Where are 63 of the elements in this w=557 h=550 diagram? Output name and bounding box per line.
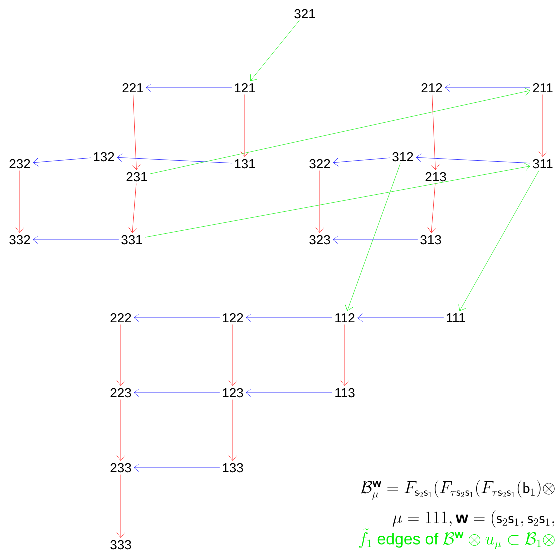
crystal-vertex: 311 <box>533 159 553 169</box>
arrow <box>134 464 220 472</box>
crystal-vertex: 321 <box>294 9 316 19</box>
crystal-vertex: 122 <box>223 313 244 323</box>
crystal-vertex: 131 <box>235 159 256 169</box>
crystal-vertex: 333 <box>110 540 132 550</box>
arrow <box>116 400 126 462</box>
crystal-vertex: 322 <box>310 159 330 169</box>
arrow <box>458 170 540 312</box>
arrow <box>246 314 333 322</box>
formula-line: $\tilde{f}_1\text{ edges of }\mathcal{B}^{\mathbf{w}}\otimes u_{\mu}\subset\mathcal{B}_1\otimes$ <box>359 528 555 550</box>
arrow <box>250 20 300 82</box>
arrow <box>428 184 436 234</box>
crystal-vertex: 212 <box>422 83 442 93</box>
arrow <box>340 324 350 386</box>
arrow <box>333 158 390 167</box>
crystal-vertex: 222 <box>110 313 132 323</box>
crystal-vertex: 223 <box>110 388 132 398</box>
crystal-vertex: 232 <box>10 159 30 169</box>
arrow <box>132 94 141 170</box>
crystal-vertex: 323 <box>310 235 330 245</box>
arrow <box>228 400 238 462</box>
crystal-vertex: 132 <box>94 152 114 162</box>
crystal-vertex: 121 <box>235 83 256 93</box>
crystal-vertex: 233 <box>110 463 132 473</box>
arrow <box>144 163 530 238</box>
arrow <box>316 170 324 234</box>
arrow <box>16 170 24 234</box>
crystal-vertex: 111 <box>447 314 466 322</box>
crystal-vertex: 133 <box>223 463 244 473</box>
arrow <box>345 164 401 312</box>
arrow <box>416 154 531 164</box>
crystal-vertex: 331 <box>122 235 142 245</box>
arrow <box>134 388 220 398</box>
arrow <box>116 474 126 538</box>
arrow <box>117 154 232 164</box>
arrow <box>134 314 220 322</box>
arrow <box>33 158 92 167</box>
formula-line: $\mathcal{B}^{\mathbf{w}}_{\mu}=F_{\mathsf{s}_2\mathsf{s}_1}(F_{\tau\mathsf{s}_2\mathsf{s}_1}(F_{\tau\mathsf{s}_2\mathsf{s}_1}(\mathsf{b}_1)\otimes$ <box>361 480 555 500</box>
crystal-vertex: 313 <box>420 235 442 245</box>
arrow <box>431 94 440 170</box>
crystal-vertex: 332 <box>10 235 30 245</box>
arrow <box>333 236 418 244</box>
crystal-vertex: 221 <box>122 83 144 93</box>
crystal-vertex: 123 <box>223 388 244 398</box>
arrow <box>150 88 530 174</box>
arrow <box>128 184 138 234</box>
crystal-vertex: 231 <box>126 172 148 182</box>
arrow <box>358 314 444 322</box>
crystal-vertex: 213 <box>426 172 446 182</box>
arrow <box>240 94 250 158</box>
arrow <box>116 324 126 386</box>
arrow <box>228 324 238 386</box>
arrow <box>538 94 548 158</box>
arrow <box>33 236 120 244</box>
crystal-vertex: 211 <box>533 83 553 93</box>
formula-line: $\mu=111,\mathbf{w}=(\mathsf{s}_2\mathsf{s}_1,\mathsf{s}_2\mathsf{s}_1,$ <box>392 510 554 528</box>
crystal-vertex: 112 <box>336 313 355 323</box>
crystal-vertex: 312 <box>392 152 414 162</box>
arrow <box>445 84 531 92</box>
crystal-vertex: 113 <box>336 388 355 398</box>
arrow <box>146 84 232 92</box>
arrow <box>246 388 333 398</box>
